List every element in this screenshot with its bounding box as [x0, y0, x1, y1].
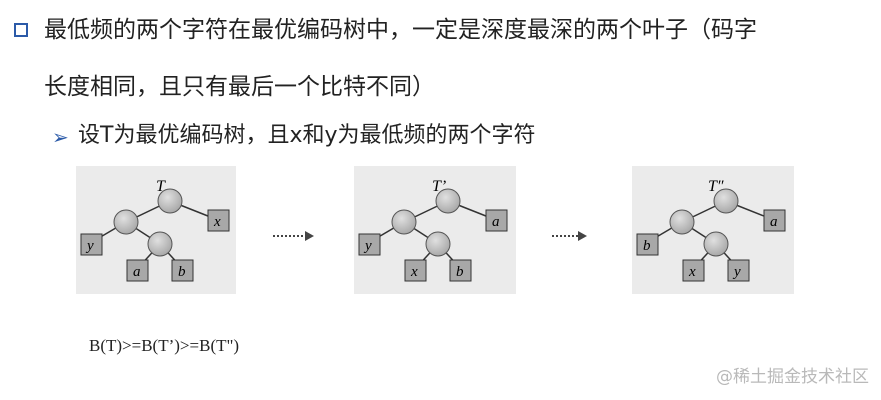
- checkbox-bullet-icon: [14, 23, 28, 37]
- tree-1-internal-node: [147, 231, 173, 257]
- tree-2-leaf-a-label: x: [410, 264, 418, 280]
- tree-1-root-label: T: [156, 178, 166, 195]
- tree-2-leaf-left-label: y: [363, 238, 372, 254]
- tree-1-leaf-b: [171, 259, 194, 282]
- arrow-bullet-icon: ➢: [52, 125, 69, 149]
- tree-2-leaf-b-label: b: [456, 264, 464, 280]
- cost-inequality-formula: B(T)>=B(T’)>=B(T"): [89, 336, 240, 355]
- tree-3-leaf-b-label: y: [732, 264, 741, 280]
- tree-1-internal-node: [113, 209, 139, 235]
- tree-2-leaf-right-label: a: [492, 214, 500, 230]
- main-point-line2: 长度相同，且只有最后一个比特不同）: [44, 74, 435, 100]
- tree-2-root-label: T’: [432, 178, 446, 195]
- tree-3-root-label: T″: [708, 178, 724, 195]
- tree-2-leaf-right: [485, 209, 508, 232]
- tree-1-leaf-right-label: x: [213, 214, 221, 230]
- tree-1-leaf-b-label: b: [178, 264, 186, 280]
- tree-1-leaf-right: [207, 209, 230, 232]
- main-point-line1: 最低频的两个字符在最优编码树中，一定是深度最深的两个叶子（码字: [44, 17, 757, 43]
- tree-1-leaf-left: [80, 233, 103, 256]
- tree-1-leaf-left-label: y: [85, 238, 94, 254]
- tree-2-leaf-left: [358, 233, 381, 256]
- tree-3-leaf-left-label: b: [643, 238, 651, 254]
- tree-3-leaf-a: [682, 259, 705, 282]
- tree-3-leaf-left: [636, 233, 659, 256]
- tree-1-leaf-a-label: a: [133, 264, 141, 280]
- tree-2-root-node: [435, 188, 461, 214]
- tree-2-leaf-a: [404, 259, 427, 282]
- tree-3-leaf-b: [727, 259, 750, 282]
- tree-3-leaf-a-label: x: [688, 264, 696, 280]
- tree-3-leaf-right: [763, 209, 786, 232]
- tree-2-leaf-b: [449, 259, 472, 282]
- transform-arrow-1: [273, 231, 314, 241]
- tree-3-leaf-right-label: a: [770, 214, 778, 230]
- tree-3-internal-node: [703, 231, 729, 257]
- watermark: @稀土掘金技术社区: [716, 367, 869, 387]
- transform-arrow-2: [552, 231, 587, 241]
- tree-3-root-node: [713, 188, 739, 214]
- tree-2-internal-node: [391, 209, 417, 235]
- tree-2-internal-node: [425, 231, 451, 257]
- tree-1-root-node: [157, 188, 183, 214]
- tree-3-internal-node: [669, 209, 695, 235]
- sub-point: 设T为最优编码树，且x和y为最低频的两个字符: [78, 123, 536, 148]
- tree-1-leaf-a: [126, 259, 149, 282]
